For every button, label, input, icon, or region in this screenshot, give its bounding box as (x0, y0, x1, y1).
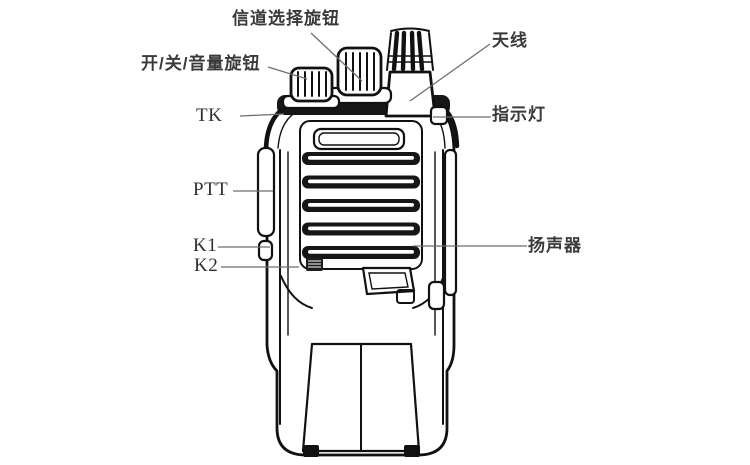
left-shoulder (263, 104, 289, 149)
antenna-fin-left-edge (386, 32, 392, 71)
antenna-fin-2 (400, 30, 407, 72)
bottom-button-graphic (361, 266, 416, 304)
k1-button-graphic (257, 239, 274, 262)
speaker-grille (302, 152, 420, 259)
label-power-volume-knob: 开/关/音量旋钮 (141, 54, 261, 73)
channel-knob-graphic (326, 46, 393, 105)
front-window (312, 127, 406, 151)
label-k2: K2 (194, 255, 219, 276)
antenna-top-cap (390, 27, 430, 32)
grille-slot (308, 203, 414, 207)
antenna-fin-4 (416, 30, 425, 72)
side-buttons (256, 146, 276, 262)
leader-line-volume-knob (267, 66, 308, 80)
label-antenna: 天线 (492, 31, 528, 50)
label-k1: K1 (193, 235, 218, 256)
volume-knob-ribs (297, 71, 327, 97)
left-foot (303, 445, 319, 457)
indicator-light-graphic (429, 105, 449, 126)
k2-button-graphic (306, 257, 323, 271)
leader-line-tk (239, 113, 285, 117)
antenna-fin-right-edge (428, 32, 434, 71)
leader-line-channel-knob (310, 32, 363, 82)
grille-slot (308, 156, 414, 160)
right-foot (404, 445, 420, 457)
ptt-button-graphic (256, 146, 276, 238)
panel-outline (299, 120, 423, 270)
grille-slot (308, 250, 414, 254)
front-panel (299, 120, 423, 304)
left-shoulder-inner (277, 111, 297, 149)
grille-slot (308, 179, 414, 184)
leader-line-antenna (409, 43, 491, 102)
antenna-fin-1 (391, 30, 400, 72)
volume-knob-graphic (281, 66, 341, 110)
battery-pack (301, 342, 421, 457)
label-indicator-light: 指示灯 (492, 105, 546, 124)
leader-lines (218, 32, 527, 268)
channel-knob-ribs (345, 52, 375, 91)
label-tk: TK (196, 105, 223, 126)
grille-slot (308, 226, 414, 231)
label-speaker: 扬声器 (528, 236, 582, 255)
antenna-base (384, 70, 437, 118)
right-side-panel (443, 148, 458, 297)
front-window-inner (318, 132, 400, 146)
antenna-fin-3 (409, 30, 416, 72)
left-clip-arc (280, 275, 313, 309)
label-channel-selector-knob: 信道选择旋钮 (232, 9, 340, 28)
right-clip-hook (427, 280, 446, 311)
antenna-graphic (384, 27, 437, 118)
label-ptt: PTT (193, 179, 229, 200)
